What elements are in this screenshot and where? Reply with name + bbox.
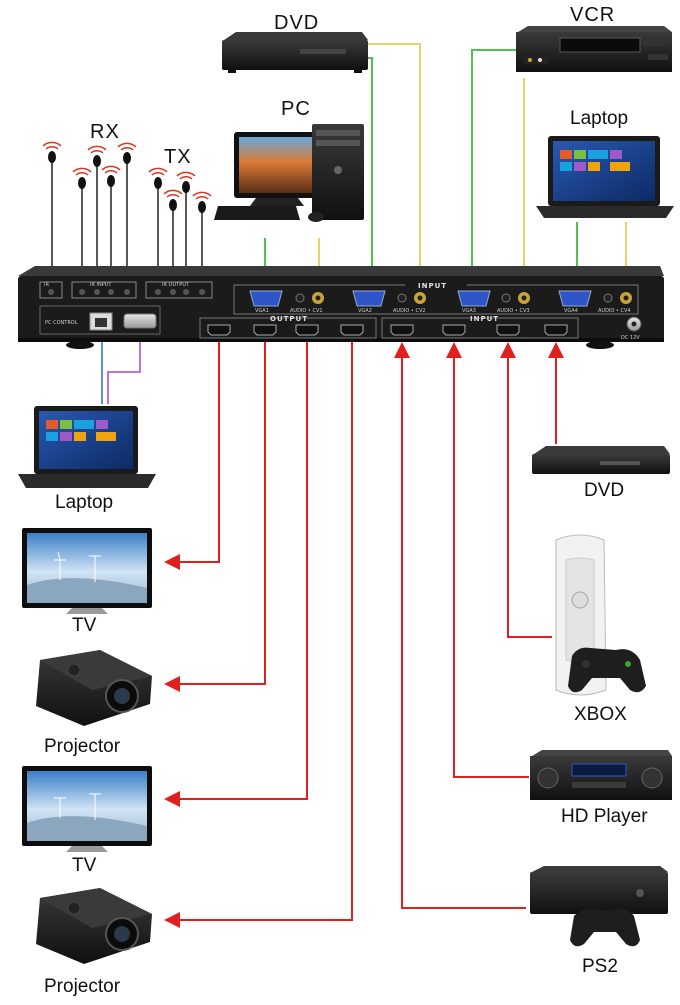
output3-cable <box>164 340 308 807</box>
cables <box>51 43 627 928</box>
tx-output-label: IR OUTPUT <box>162 282 190 288</box>
output2-cable <box>164 340 266 692</box>
input-ps2-cable <box>394 342 526 909</box>
rs232-port[interactable] <box>123 313 157 329</box>
audio-ports <box>295 292 632 304</box>
label-xbox: XBOX <box>574 704 627 725</box>
laptop-top <box>536 136 674 218</box>
label-laptop-top: Laptop <box>570 108 629 129</box>
rx-ir-sensors <box>42 141 137 189</box>
dc-label: DC 12V <box>621 335 640 341</box>
hdmi-ports <box>207 324 568 336</box>
projector-2 <box>36 888 152 964</box>
laptop-left <box>18 406 156 488</box>
tv-2 <box>22 766 152 852</box>
vcr-vga-cable <box>471 49 516 284</box>
label-tv-2: TV <box>72 855 97 876</box>
label-tx: TX <box>164 146 192 168</box>
label-tv-1: TV <box>72 615 97 636</box>
output-label: OUTPUT <box>270 315 308 323</box>
matrix-switch-panel: IR IR INPUT IR OUTPUT PC CONTROL INPUT V… <box>18 266 664 349</box>
dvd-player-top <box>222 32 368 73</box>
port-audio-cv4: AUDIO • CV4 <box>598 308 631 314</box>
desktop-pc <box>214 124 364 222</box>
label-vcr: VCR <box>570 4 616 26</box>
input-hd-cable <box>446 342 529 778</box>
hd-player <box>530 750 672 800</box>
serial-cable <box>107 336 141 404</box>
label-ps2: PS2 <box>582 956 618 977</box>
label-dvd-right: DVD <box>584 480 625 501</box>
label-dvd-top: DVD <box>274 12 320 34</box>
projector-1 <box>36 650 152 726</box>
vcr-device <box>516 26 672 72</box>
label-laptop-left: Laptop <box>55 492 114 513</box>
pc-control-label: PC CONTROL <box>45 320 78 326</box>
port-audio-cv1: AUDIO • CV1 <box>290 308 323 314</box>
port-vga1: VGA1 <box>255 308 269 314</box>
port-vga4: VGA4 <box>564 308 578 314</box>
ir-label: IR <box>44 282 49 288</box>
label-rx: RX <box>90 121 120 143</box>
input-top-label: INPUT <box>418 282 447 290</box>
xbox-console <box>555 534 646 696</box>
input-xbox-cable <box>500 342 552 638</box>
label-pc: PC <box>281 98 311 120</box>
tx-ir-emitters <box>148 167 212 213</box>
label-projector-2: Projector <box>44 976 121 997</box>
tv-1 <box>22 528 152 614</box>
port-vga2: VGA2 <box>358 308 372 314</box>
dvd-player-right <box>532 446 670 474</box>
label-hd-player: HD Player <box>561 806 648 827</box>
ps2-console <box>530 866 668 947</box>
output1-cable <box>164 340 220 570</box>
dvd-audio-cable <box>366 43 421 284</box>
label-projector-1: Projector <box>44 736 121 757</box>
port-audio-cv2: AUDIO • CV2 <box>393 308 426 314</box>
port-vga3: VGA3 <box>462 308 476 314</box>
port-audio-cv3: AUDIO • CV3 <box>497 308 530 314</box>
rx-input-label: IR INPUT <box>90 282 112 288</box>
output4-cable <box>164 340 353 928</box>
vga-ports <box>249 290 592 307</box>
input-bottom-label: INPUT <box>470 315 499 323</box>
